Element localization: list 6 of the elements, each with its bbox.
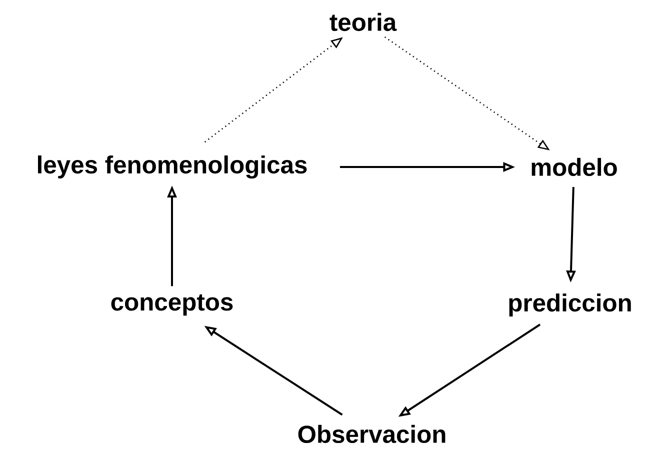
node-label: modelo bbox=[532, 158, 617, 176]
node-label: teoria bbox=[330, 12, 397, 32]
node-label: prediccion bbox=[509, 294, 631, 316]
node-label: conceptos bbox=[111, 294, 233, 316]
node-label: leyes fenomenologicas bbox=[38, 155, 307, 179]
node-label: Observacion bbox=[298, 424, 446, 444]
